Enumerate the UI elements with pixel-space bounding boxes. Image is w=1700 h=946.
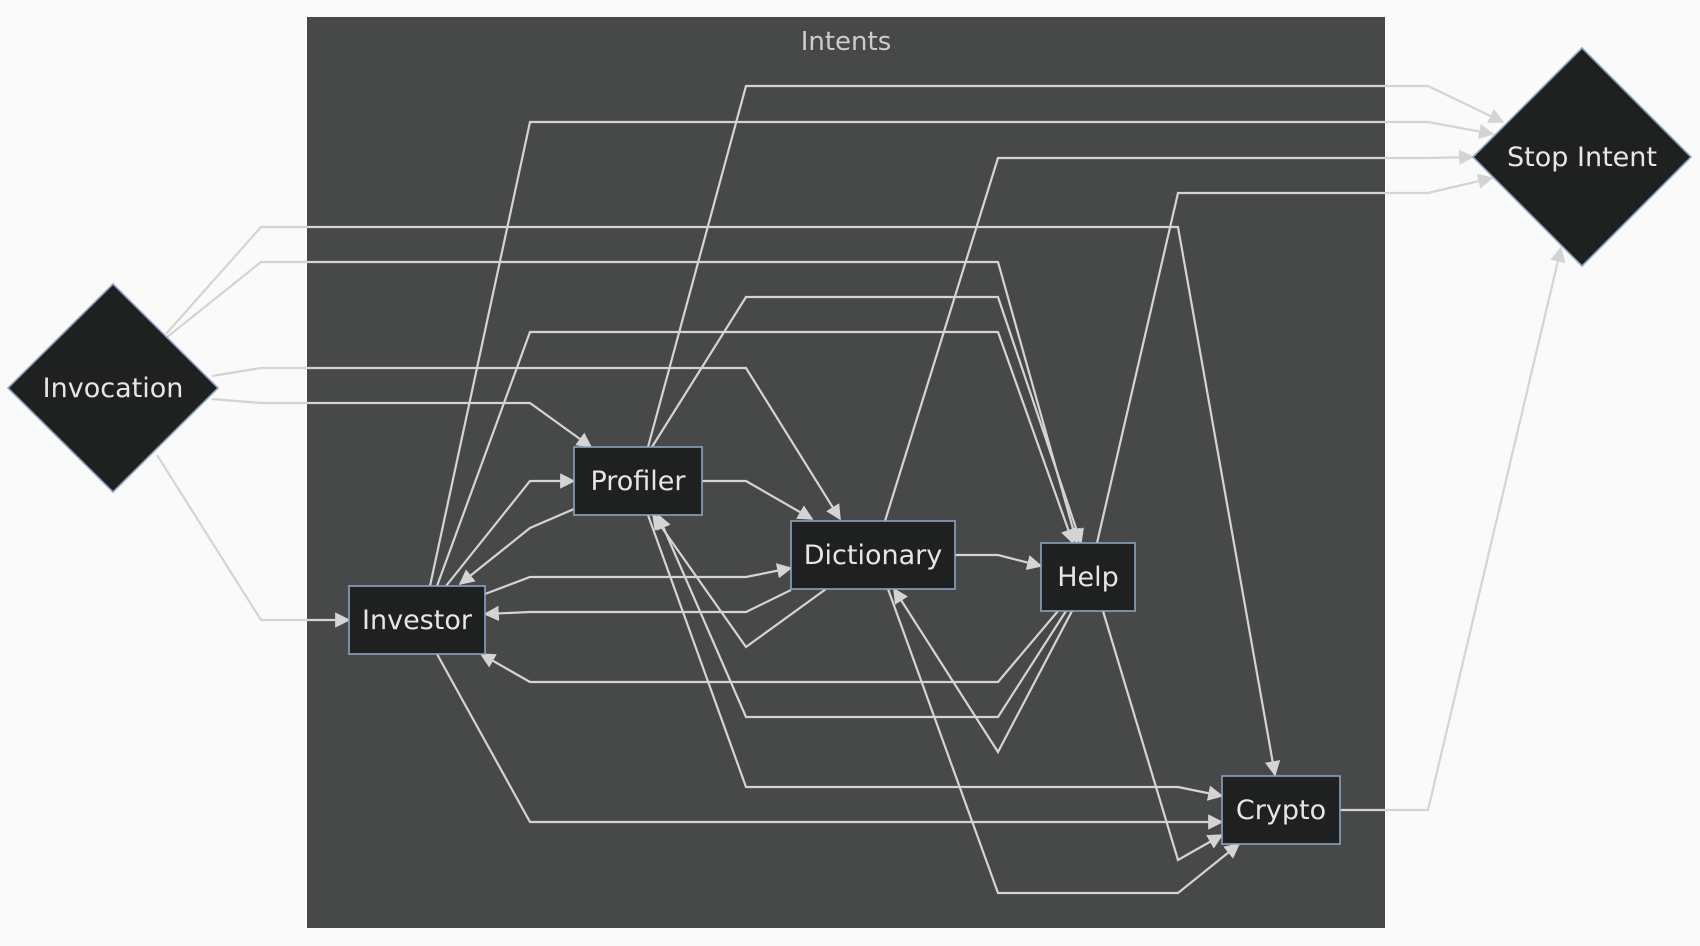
node-investor-label: Investor	[362, 605, 473, 636]
node-crypto-label: Crypto	[1236, 795, 1326, 826]
node-help-label: Help	[1057, 562, 1119, 593]
node-stop-shape	[1471, 46, 1693, 268]
node-help[interactable]: Help	[1040, 542, 1136, 612]
edge-profiler-to-crypto	[646, 514, 1224, 801]
node-dictionary-shape	[790, 520, 956, 590]
cluster-intents: Intents	[307, 17, 1385, 928]
node-stop[interactable]: Stop Intent	[1471, 46, 1693, 268]
node-invocation-label: Invocation	[43, 373, 184, 404]
edge-investor-to-help	[435, 330, 1076, 587]
edge-dictionary-to-investor	[483, 589, 792, 622]
node-crypto[interactable]: Crypto	[1221, 775, 1341, 845]
node-invocation[interactable]: Invocation	[6, 282, 220, 494]
edge-dictionary-to-help	[955, 553, 1043, 571]
edge-dictionary-to-crypto	[886, 588, 1241, 895]
edge-profiler-to-help	[651, 295, 1084, 545]
edge-profiler-to-stop	[646, 84, 1505, 448]
edge-investor-to-dictionary	[484, 563, 793, 596]
node-profiler-label: Profiler	[590, 466, 686, 497]
node-stop-label: Stop Intent	[1507, 142, 1657, 173]
node-help-shape	[1040, 542, 1136, 612]
node-crypto-shape	[1221, 775, 1341, 845]
edge-help-to-crypto	[1101, 610, 1224, 862]
edge-invocation-to-dictionary	[211, 366, 841, 521]
node-invocation-shape	[6, 282, 220, 494]
cluster-intents-box	[307, 17, 1385, 928]
edge-dictionary-to-stop	[883, 149, 1475, 522]
node-profiler-shape	[573, 446, 703, 516]
node-investor[interactable]: Investor	[348, 585, 486, 655]
edge-help-to-profiler	[656, 513, 1067, 719]
node-layer: Invocation Stop IntentProfilerDictionaryH…	[6, 46, 1693, 845]
edge-help-to-stop	[1095, 173, 1494, 544]
edge-crypto-to-stop	[1340, 246, 1566, 812]
edge-help-to-investor	[479, 610, 1059, 684]
edge-profiler-to-investor	[458, 507, 575, 585]
edge-dictionary-to-profiler	[652, 513, 827, 649]
edge-invocation-to-investor	[156, 454, 351, 628]
edge-investor-to-stop	[428, 120, 1495, 587]
node-dictionary[interactable]: Dictionary	[790, 520, 956, 590]
edge-profiler-to-dictionary	[702, 479, 814, 520]
edge-invocation-to-help	[165, 260, 1081, 545]
edge-layer	[156, 84, 1566, 895]
edge-invocation-to-profiler	[211, 397, 593, 448]
node-dictionary-label: Dictionary	[804, 540, 943, 571]
node-investor-shape	[348, 585, 486, 655]
edge-help-to-dictionary	[893, 587, 1073, 755]
cluster-intents-label: Intents	[801, 27, 892, 57]
edge-investor-to-profiler	[445, 473, 576, 587]
edge-invocation-to-crypto	[165, 225, 1281, 777]
edge-investor-to-crypto	[436, 653, 1224, 830]
node-profiler[interactable]: Profiler	[573, 446, 703, 516]
